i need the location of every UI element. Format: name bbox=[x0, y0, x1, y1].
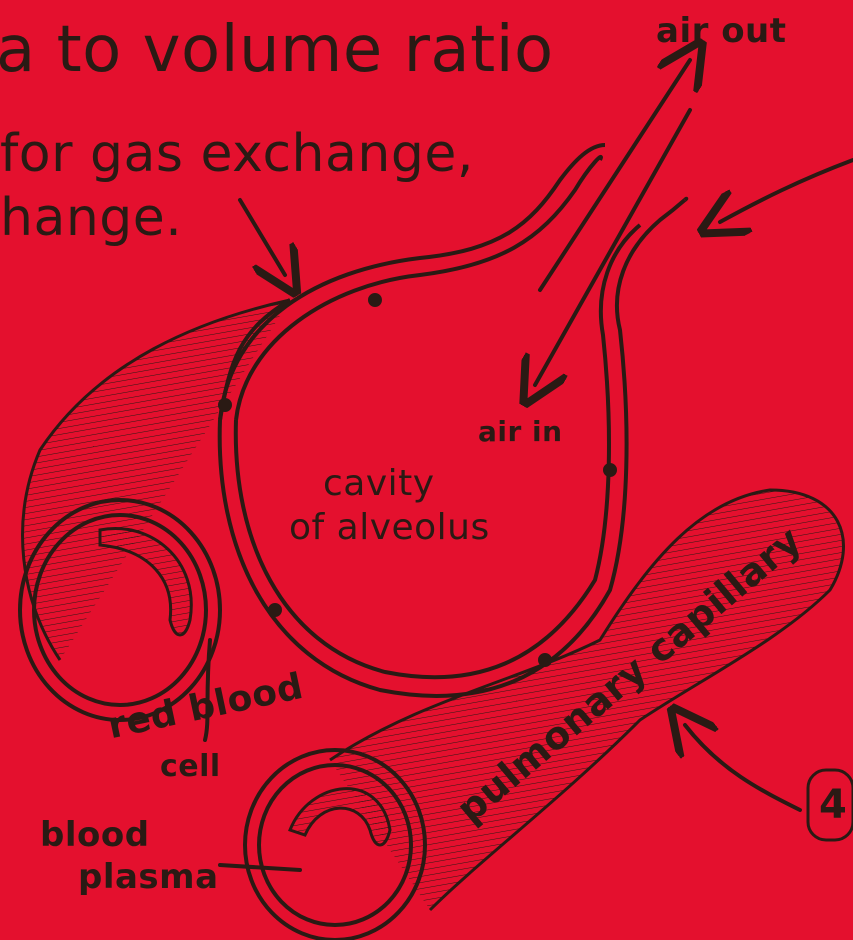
number-badge: 4 bbox=[819, 785, 847, 825]
air-in-label: air in bbox=[478, 418, 563, 446]
air-out-label: air out bbox=[656, 14, 787, 48]
plasma-label-line-1: blood bbox=[40, 818, 150, 852]
cavity-label-line-1: cavity bbox=[323, 466, 435, 502]
note-line-2: hange. bbox=[0, 192, 182, 244]
cavity-label-line-2: of alveolus bbox=[289, 510, 490, 546]
plasma-label-line-2: plasma bbox=[78, 860, 219, 894]
title-fragment: a to volume ratio bbox=[0, 18, 554, 82]
red-blood-cell-label-line-2: cell bbox=[160, 752, 221, 782]
upper-capillary bbox=[20, 300, 290, 720]
note-line-1: for gas exchange, bbox=[0, 128, 474, 180]
